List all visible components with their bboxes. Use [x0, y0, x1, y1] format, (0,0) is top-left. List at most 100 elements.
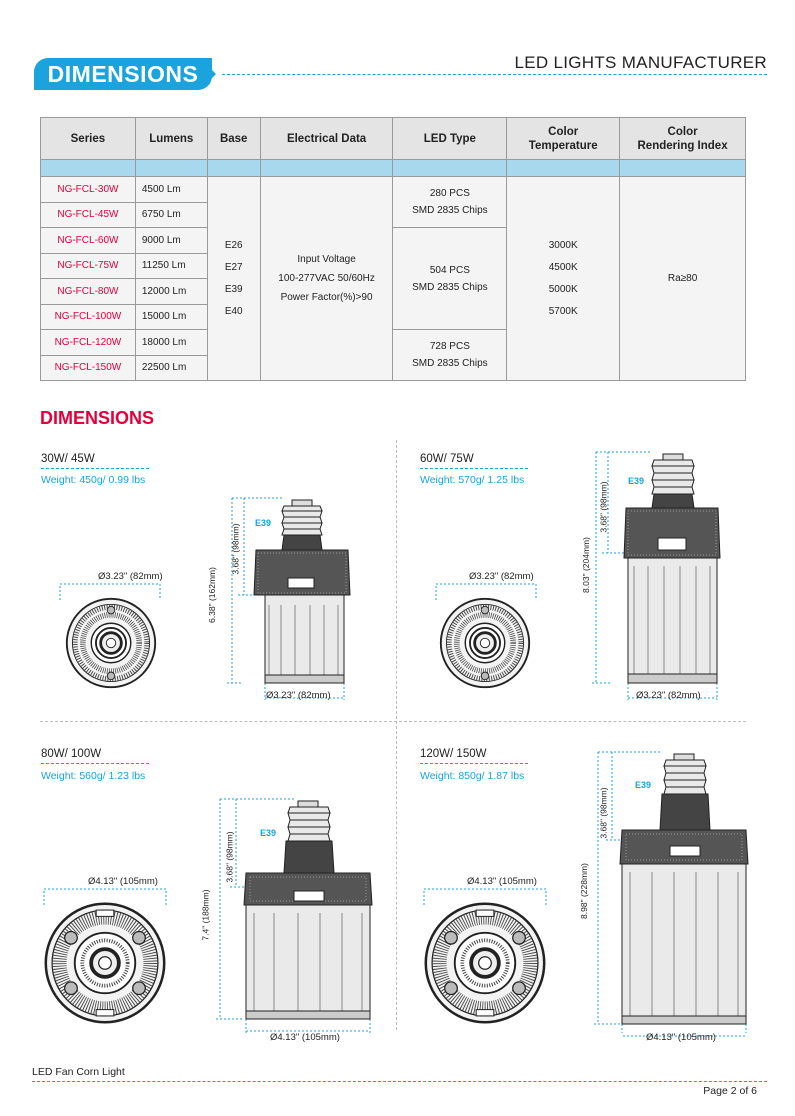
table-row: NG-FCL-30W 4500 Lm E26 E27 E39 E40 Input… [40, 176, 746, 381]
col-header: Series [40, 117, 136, 160]
lamp-top-view [422, 900, 548, 1026]
product-title-underline [420, 763, 528, 764]
electrical-line: Input Voltage [297, 254, 356, 265]
led-pcs: 728 PCS [429, 341, 470, 352]
led-chip: SMD 2835 Chips [412, 205, 488, 216]
base-value: E26 [224, 239, 243, 251]
col-header: Base [206, 117, 261, 160]
top-diameter-label: Ø4.13" (105mm) [467, 876, 537, 887]
header-title: DIMENSIONS [47, 61, 199, 87]
color-temp-value: 5700K [548, 305, 578, 317]
col-header: Color Temperature [506, 117, 621, 160]
bottom-diameter-bracket [623, 1035, 747, 1037]
electrical-line: Power Factor(%)>90 [280, 292, 373, 303]
base-value: E40 [224, 305, 243, 317]
lamp-top-view [42, 900, 168, 1026]
product-title-underline [41, 468, 149, 469]
lamp-side-view [592, 451, 721, 700]
product-weight: Weight: 450g/ 0.99 lbs [41, 474, 146, 486]
series-cell: NG-FCL-120W [40, 329, 136, 356]
lamp-side-view [227, 497, 351, 700]
led-chip: SMD 2835 Chips [412, 281, 488, 293]
brand-text: LED LIGHTS MANUFACTURER [514, 53, 767, 72]
lumens-cell: 11250 Lm [134, 252, 208, 279]
led-type-cell: 504 PCS SMD 2835 Chips [392, 227, 508, 330]
lamp-side-view [594, 751, 749, 1033]
header-tab: DIMENSIONS [34, 58, 212, 90]
total-height-label: 8.03" (204mm) [580, 537, 591, 593]
product-title: 80W/ 100W [41, 748, 102, 760]
footer-divider [32, 1081, 767, 1082]
col-header: Lumens [134, 117, 208, 160]
led-chip: SMD 2835 Chips [412, 358, 488, 369]
series-cell: NG-FCL-30W [40, 176, 136, 203]
table-row: NG-FCL-45W 6750 Lm [40, 201, 746, 228]
led-pcs: 504 PCS [429, 264, 470, 276]
led-type-cell: 728 PCS SMD 2835 Chips [392, 329, 508, 381]
product-title: 120W/ 150W [420, 748, 487, 760]
lumens-cell: 6750 Lm [134, 201, 208, 228]
grid-divider-vertical [396, 440, 397, 1030]
bottom-diameter-label: Ø3.23" (82mm) [636, 690, 701, 701]
table-row: NG-FCL-100W 15000 Lm [40, 303, 746, 330]
base-value: E39 [224, 283, 243, 295]
product-title-underline [41, 763, 149, 764]
product-weight: Weight: 850g/ 1.87 lbs [420, 770, 525, 782]
series-cell: NG-FCL-60W [40, 227, 136, 254]
top-diameter-bracket [59, 583, 161, 600]
series-cell: NG-FCL-150W [40, 354, 136, 381]
header-divider [222, 74, 767, 75]
electrical-line: 100-277VAC 50/60Hz [278, 273, 375, 284]
table-row: NG-FCL-75W 11250 Lm [40, 252, 746, 279]
section-title: DIMENSIONS [40, 408, 155, 428]
series-cell: NG-FCL-45W [40, 201, 136, 228]
table-row: NG-FCL-120W 18000 Lm 728 PCS SMD 2835 Ch… [40, 329, 746, 381]
top-diameter-label: Ø3.23" (82mm) [469, 571, 534, 582]
lamp-top-view [438, 596, 532, 690]
product-weight: Weight: 560g/ 1.23 lbs [41, 770, 146, 782]
led-type-cell: 280 PCS SMD 2835 Chips [392, 176, 508, 228]
col-header: LED Type [392, 117, 508, 160]
cri-cell: Ra≥80 [619, 176, 746, 381]
table-spacer-row [40, 159, 746, 177]
col-header: Electrical Data [259, 117, 394, 160]
series-cell: NG-FCL-80W [40, 278, 136, 305]
top-diameter-label: Ø3.23" (82mm) [98, 571, 163, 582]
base-height-label: 3.68" (98mm) [598, 481, 609, 533]
product-title: 60W/ 75W [420, 453, 474, 465]
series-cell: NG-FCL-100W [40, 303, 136, 330]
lamp-side-view [216, 798, 373, 1033]
base-type-label: E39 [255, 518, 272, 528]
color-temp-cell: 3000K 4500K 5000K 5700K [506, 176, 621, 381]
product-weight: Weight: 570g/ 1.25 lbs [420, 474, 525, 486]
color-temp-value: 5000K [548, 283, 578, 295]
top-diameter-bracket [423, 888, 547, 905]
header-arrow [206, 64, 216, 84]
col-header: Color Rendering Index [619, 117, 746, 160]
color-temp-value: 4500K [548, 261, 578, 273]
table-header-row: Series Lumens Base Electrical Data LED T… [40, 117, 746, 160]
product-title: 30W/ 45W [41, 453, 95, 465]
lumens-cell: 18000 Lm [134, 329, 208, 356]
total-height-label: 7.4" (188mm) [200, 889, 211, 941]
base-value: E27 [224, 261, 243, 273]
table-row: NG-FCL-150W 22500 Lm [40, 354, 746, 381]
lamp-top-view [64, 596, 158, 690]
lumens-cell: 4500 Lm [134, 176, 208, 203]
base-height-label: 3.68" (98mm) [224, 831, 235, 883]
footer-page-number: Page 2 of 6 [703, 1085, 757, 1097]
table-row: NG-FCL-80W 12000 Lm [40, 278, 746, 305]
color-temp-value: 3000K [548, 239, 578, 251]
lumens-cell: 15000 Lm [134, 303, 208, 330]
bottom-diameter-label: Ø4.13" (105mm) [270, 1032, 340, 1043]
base-cell: E26 E27 E39 E40 [206, 176, 261, 381]
lumens-cell: 12000 Lm [134, 278, 208, 305]
top-diameter-label: Ø4.13" (105mm) [88, 876, 158, 887]
base-type-label: E39 [635, 780, 652, 790]
footer-product-name: LED Fan Corn Light [32, 1066, 125, 1078]
bottom-diameter-label: Ø3.23" (82mm) [266, 690, 331, 701]
base-type-label: E39 [260, 828, 277, 838]
top-diameter-bracket [43, 888, 167, 905]
bottom-diameter-label: Ø4.13" (105mm) [646, 1032, 716, 1043]
lumens-cell: 22500 Lm [134, 354, 208, 381]
